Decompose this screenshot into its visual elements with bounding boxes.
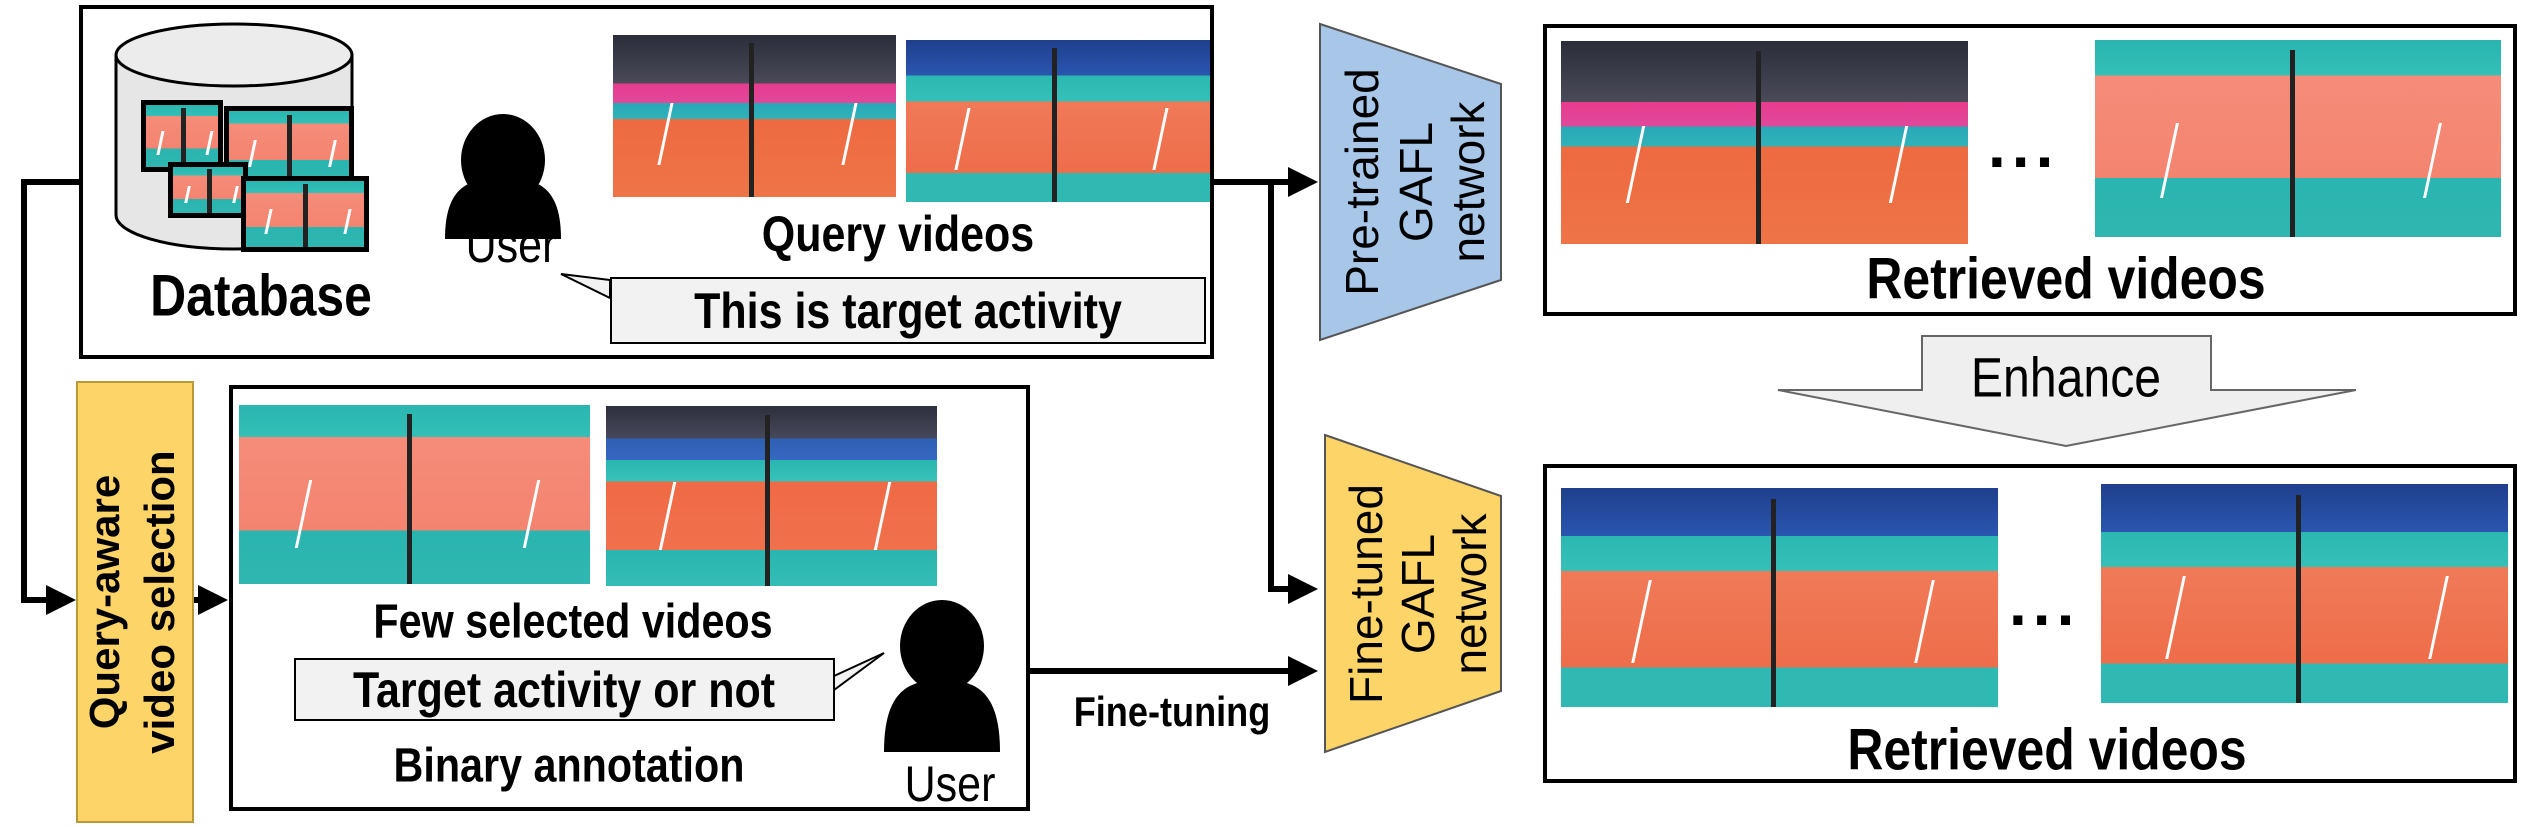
selected-video-1 [239,405,590,584]
ellipsis-bottom: ... [2009,567,2081,639]
pretrained-label-1: Pre-trained [1336,68,1388,296]
speech-bubble-annotation [294,658,835,721]
query-video-1 [613,35,896,197]
selection-label-1: Query-aware [81,474,128,730]
retrieved-bottom-video-1 [1561,488,1998,707]
finetuned-network-shape [1324,433,1502,754]
few-selected-videos-label: Few selected videos [373,595,773,649]
database-label: Database [150,263,372,329]
retrieved-bottom-label: Retrieved videos [1847,717,2247,783]
user-icon [445,114,561,239]
ellipsis-top: ... [1988,109,2060,181]
user-label-annotation: User [904,756,996,812]
binary-annotation-label: Binary annotation [393,739,745,793]
database-thumb [168,162,248,218]
speech-bubble [610,277,1206,344]
query-aware-selection-box [76,381,194,823]
query-videos-label: Query videos [761,206,1035,262]
fine-tuning-label: Fine-tuning [1073,688,1271,735]
finetuned-label-2: GAFL [1392,533,1444,655]
retrieved-bottom-video-2 [2101,484,2508,703]
retrieved-top-video-1 [1561,41,1968,244]
pretrained-label-3: network [1442,101,1494,263]
arrow-to-finetuned [1268,182,1318,604]
speech-text: This is target activity [694,283,1122,339]
finetuned-label-1: Fine-tuned [1340,484,1392,704]
arrow-to-selection [21,179,79,615]
database-thumb [241,176,369,252]
enhance-label: Enhance [1970,345,2162,409]
speech-tail [560,273,611,300]
selected-video-2 [606,406,937,586]
database-thumb [141,100,223,172]
speech-tail-annotation [833,652,885,692]
pretrained-label-2: GAFL [1390,121,1442,243]
finetuned-label-3: network [1444,513,1496,675]
selection-label-2: video selection [136,450,183,754]
speech-text-annotation: Target activity or not [352,662,776,718]
enhance-arrow-icon [1777,335,2357,448]
pretrained-network-shape [1319,22,1502,342]
retrieved-top-video-2 [2095,40,2501,237]
query-video-2 [906,40,1210,202]
user-label: User [465,217,557,273]
user-icon-annotation [884,600,1000,752]
retrieved-top-label: Retrieved videos [1866,246,2266,312]
